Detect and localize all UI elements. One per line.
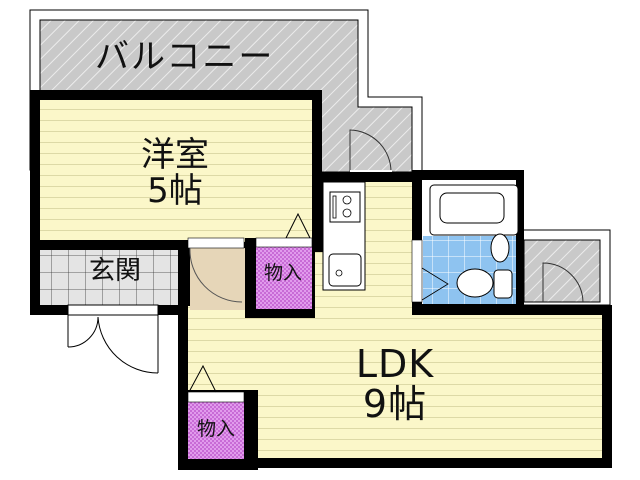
storage-lower bbox=[178, 364, 258, 470]
kitchen-counter bbox=[322, 181, 366, 291]
stove-icon bbox=[329, 191, 361, 223]
sink-icon bbox=[328, 253, 362, 287]
door-swing-icon bbox=[542, 262, 584, 303]
washbasin-icon bbox=[490, 233, 510, 263]
door-swing-icon bbox=[349, 129, 392, 173]
door-swing-icon bbox=[189, 247, 243, 303]
door-swing-icon bbox=[67, 316, 99, 348]
toilet-icon bbox=[456, 268, 494, 298]
storage-upper bbox=[245, 237, 315, 318]
western-room bbox=[30, 90, 322, 250]
entrance bbox=[30, 240, 190, 374]
bathroom bbox=[411, 170, 524, 310]
side-balcony bbox=[519, 229, 611, 306]
